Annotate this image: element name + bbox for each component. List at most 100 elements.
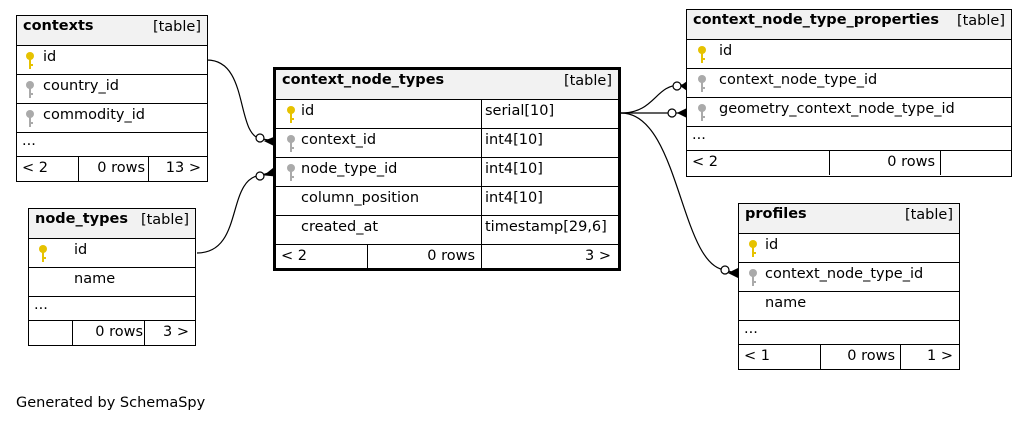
column-name: id (301, 103, 315, 119)
column-name: name (765, 295, 807, 311)
foreign-key-icon (749, 269, 757, 286)
table-name: contexts (23, 18, 94, 34)
column-row: id (29, 239, 195, 268)
column-name: id (43, 49, 57, 65)
column-row: id (687, 40, 1011, 69)
edge-node-types-context-node-types (196, 170, 276, 254)
column-type: int4[10] (485, 161, 543, 177)
column-name: created_at (301, 219, 379, 235)
row-count: 0 rows (95, 324, 143, 340)
more-columns-row: ... (739, 321, 959, 345)
primary-key-icon (698, 46, 706, 63)
edge-circle-context-id (255, 133, 265, 143)
ellipsis: ... (34, 297, 48, 313)
column-row: context_node_type_id (687, 69, 1011, 98)
column-type: serial[10] (485, 103, 555, 119)
foreign-key-icon (287, 164, 295, 181)
edge-circle-properties-geom (667, 108, 677, 118)
parents-count[interactable]: < 2 (281, 248, 307, 264)
column-row: id (739, 234, 959, 263)
table-name: context_node_types (282, 72, 445, 88)
children-count[interactable]: 3 > (163, 324, 189, 340)
table-tag: [table] (140, 212, 189, 228)
column-row: name (739, 292, 959, 321)
ellipsis: ... (744, 321, 758, 337)
column-row: node_type_id int4[10] (276, 158, 618, 187)
table-name: profiles (745, 206, 807, 222)
row-count: 0 rows (427, 248, 475, 264)
column-name: name (74, 271, 116, 287)
table-name: node_types (35, 211, 128, 227)
column-name: country_id (43, 78, 119, 94)
table-footer: < 2 0 rows (687, 151, 1011, 175)
table-tag: [table] (956, 13, 1005, 29)
parents-count[interactable]: < 2 (692, 154, 718, 170)
column-row: name (29, 268, 195, 297)
table-footer: < 2 0 rows 13 > (17, 157, 207, 181)
edge-cnt-profiles (620, 112, 740, 276)
column-name: node_type_id (301, 161, 398, 177)
foreign-key-icon (26, 81, 34, 98)
column-name: id (765, 237, 779, 253)
table-footer: < 1 0 rows 1 > (739, 345, 959, 369)
row-count: 0 rows (97, 160, 145, 176)
column-row: created_at timestamp[29,6] (276, 216, 618, 245)
foreign-key-icon (698, 104, 706, 121)
foreign-key-icon (26, 110, 34, 127)
column-row: commodity_id (17, 104, 207, 133)
table-header: node_types [table] (29, 209, 195, 239)
table-footer: < 2 0 rows 3 > (276, 245, 618, 268)
primary-key-icon (287, 106, 295, 123)
column-type: timestamp[29,6] (485, 219, 607, 235)
table-tag: [table] (152, 19, 201, 35)
edge-circle-properties-fk (672, 81, 682, 91)
edge-circle-profiles-fk (720, 265, 730, 275)
primary-key-icon (749, 240, 757, 257)
table-profiles[interactable]: profiles [table] id context_node_type_id… (738, 203, 960, 370)
column-row: context_node_type_id (739, 263, 959, 292)
column-row: id serial[10] (276, 100, 618, 129)
parents-count[interactable]: < 2 (22, 160, 48, 176)
table-name: context_node_type_properties (693, 12, 939, 28)
column-row: context_id int4[10] (276, 129, 618, 158)
column-row: column_position int4[10] (276, 187, 618, 216)
children-count[interactable]: 3 > (585, 248, 611, 264)
table-node-types[interactable]: node_types [table] id name ... 0 rows 3 … (28, 208, 196, 346)
ellipsis: ... (692, 127, 706, 143)
children-count[interactable]: 13 > (165, 160, 201, 176)
table-header: contexts [table] (17, 16, 207, 46)
parents-count[interactable]: < 1 (744, 348, 770, 364)
column-row: id (17, 46, 207, 75)
generated-by-footer: Generated by SchemaSpy (16, 395, 206, 411)
table-header: context_node_type_properties [table] (687, 10, 1011, 40)
column-name: context_node_type_id (719, 72, 878, 88)
foreign-key-icon (698, 75, 706, 92)
table-context-node-types[interactable]: context_node_types [table] id serial[10]… (273, 67, 621, 271)
table-tag: [table] (904, 207, 953, 223)
primary-key-icon (26, 52, 34, 69)
column-name: id (74, 242, 88, 258)
foreign-key-icon (287, 135, 295, 152)
column-type: int4[10] (485, 190, 543, 206)
more-columns-row: ... (687, 127, 1011, 151)
column-type: int4[10] (485, 132, 543, 148)
column-name: id (719, 43, 733, 59)
table-tag: [table] (563, 73, 612, 89)
row-count: 0 rows (887, 154, 935, 170)
table-context-node-type-properties[interactable]: context_node_type_properties [table] id … (686, 9, 1012, 177)
column-name: commodity_id (43, 107, 145, 123)
table-header: profiles [table] (739, 204, 959, 234)
children-count[interactable]: 1 > (927, 348, 953, 364)
row-count: 0 rows (847, 348, 895, 364)
edge-contexts-context-node-types (206, 59, 276, 142)
primary-key-icon (39, 245, 47, 262)
more-columns-row: ... (17, 133, 207, 157)
table-footer: 0 rows 3 > (29, 321, 195, 345)
column-name: context_id (301, 132, 377, 148)
column-name: geometry_context_node_type_id (719, 101, 955, 117)
column-name: context_node_type_id (765, 266, 924, 282)
more-columns-row: ... (29, 297, 195, 321)
edge-circle-node-type-id (255, 171, 265, 181)
table-header: context_node_types [table] (276, 70, 618, 100)
table-contexts[interactable]: contexts [table] id country_id commodity… (16, 15, 208, 182)
